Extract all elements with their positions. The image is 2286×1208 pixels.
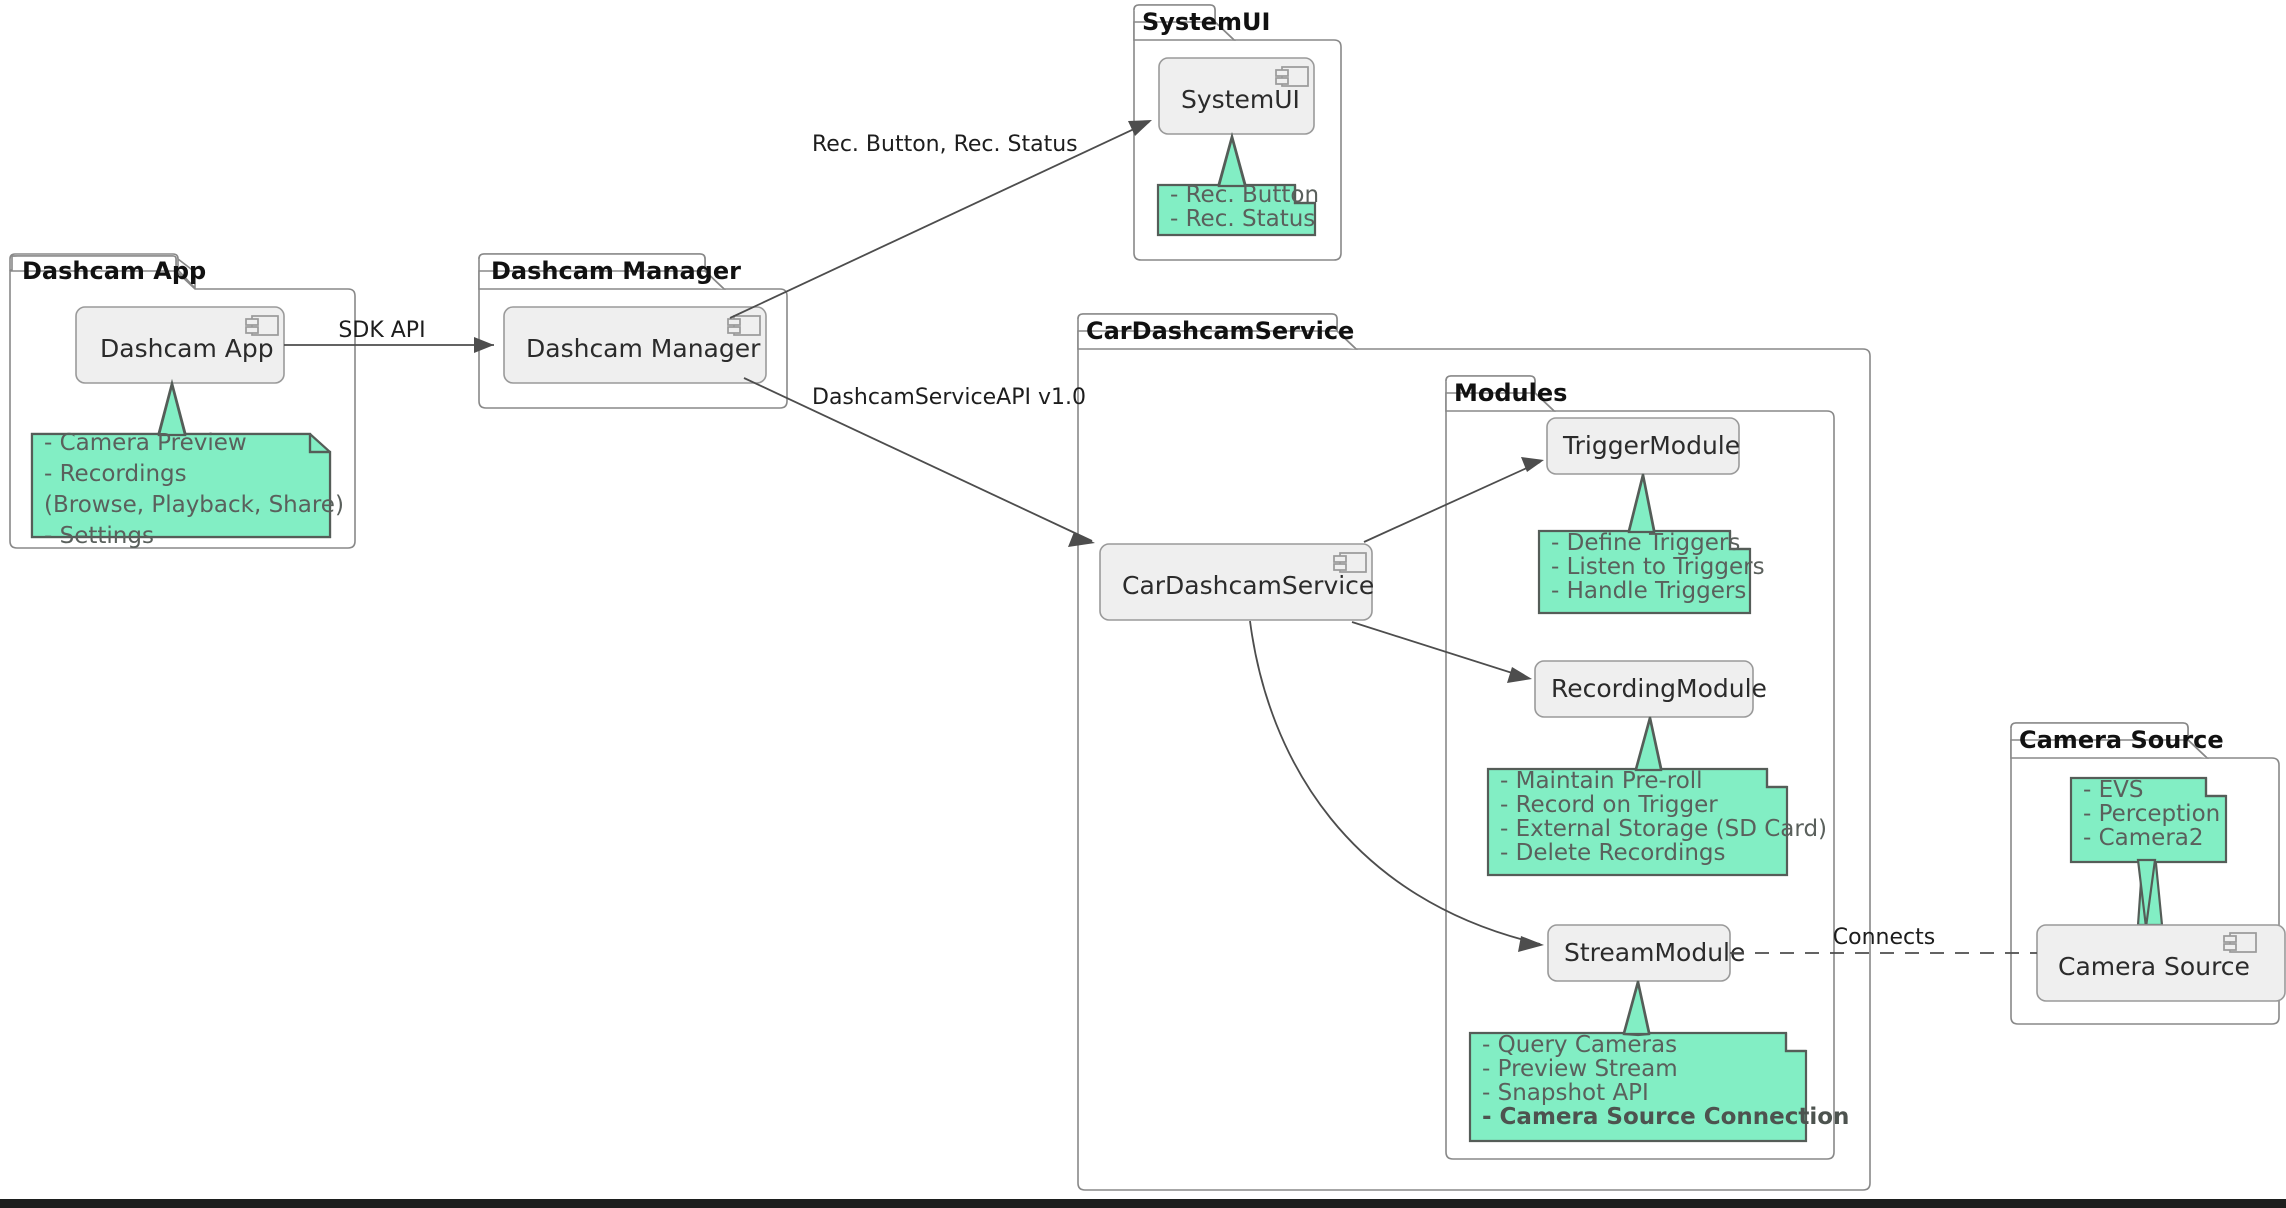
edge-label-dashcam-service-api: DashcamServiceAPI v1.0: [812, 385, 1086, 410]
component-label-system-ui: SystemUI: [1181, 85, 1300, 114]
component-stream-module[interactable]: StreamModule: [1547, 924, 1745, 982]
edge-service-to-stream: [1249, 620, 1544, 952]
note-line: - Perception: [2083, 801, 2220, 827]
note-line: - Record on Trigger: [1500, 792, 1718, 818]
component-label-camera-source: Camera Source: [2058, 952, 2250, 981]
component-icon: [2223, 932, 2257, 953]
note-line: - Listen to Triggers: [1551, 554, 1765, 580]
component-system-ui[interactable]: SystemUI: [1158, 57, 1315, 135]
edge-label-connects: Connects: [1833, 925, 1935, 950]
component-car-dashcam-service[interactable]: CarDashcamService: [1099, 543, 1374, 621]
component-label-car-dashcam-service: CarDashcamService: [1122, 571, 1374, 600]
note-line: - Recordings: [44, 461, 187, 487]
package-label-dashcam-app: Dashcam App: [22, 257, 206, 285]
edge-manager-to-systemui: Rec. Button, Rec. Status: [729, 120, 1152, 319]
edge-app-to-manager: SDK API: [284, 318, 494, 353]
edge-service-to-trigger: [1363, 457, 1544, 543]
edge-manager-to-service: DashcamServiceAPI v1.0: [743, 377, 1095, 547]
note-stream-module: - Query Cameras - Preview Stream - Snaps…: [1468, 980, 1849, 1143]
component-icon: [1333, 552, 1367, 573]
note-system-ui: - Rec. Button - Rec. Status: [1156, 131, 1319, 237]
note-trigger-module: - Define Triggers - Listen to Triggers -…: [1537, 473, 1765, 615]
note-line: - Rec. Button: [1170, 182, 1319, 208]
package-label-dashcam-manager: Dashcam Manager: [491, 257, 741, 285]
edge-label-sdk-api: SDK API: [338, 318, 425, 343]
note-camera-source: - EVS - Perception - Camera2: [2069, 776, 2228, 928]
component-icon: [727, 315, 761, 336]
component-recording-module[interactable]: RecordingModule: [1534, 660, 1767, 718]
package-label-camera-source: Camera Source: [2019, 726, 2224, 754]
note-line: - External Storage (SD Card): [1500, 816, 1827, 842]
edge-stream-to-camera: Connects: [1730, 925, 2037, 954]
frame-bottom-border: [0, 1199, 2286, 1208]
package-label-system-ui: SystemUI: [1142, 8, 1270, 36]
component-label-trigger-module: TriggerModule: [1562, 431, 1740, 460]
component-icon: [1275, 66, 1309, 87]
note-dashcam-app: - Camera Preview - Recordings (Browse, P…: [30, 378, 344, 549]
note-line: - Query Cameras: [1482, 1032, 1677, 1058]
note-line: - Preview Stream: [1482, 1056, 1678, 1082]
note-line: - Rec. Status: [1170, 206, 1315, 232]
component-dashcam-manager[interactable]: Dashcam Manager: [503, 306, 767, 384]
note-line: - Camera Preview: [44, 430, 247, 456]
note-line: - Camera Source Connection: [1482, 1104, 1849, 1130]
note-line: - Define Triggers: [1551, 530, 1740, 556]
package-label-modules: Modules: [1454, 379, 1567, 407]
note-line: - Snapshot API: [1482, 1080, 1649, 1106]
note-line: - Delete Recordings: [1500, 840, 1726, 866]
package-label-car-dashcam-service: CarDashcamService: [1086, 317, 1354, 345]
note-recording-module: - Maintain Pre-roll - Record on Trigger …: [1486, 716, 1827, 877]
component-label-recording-module: RecordingModule: [1551, 674, 1767, 703]
component-label-dashcam-manager: Dashcam Manager: [526, 334, 761, 363]
component-trigger-module[interactable]: TriggerModule: [1546, 417, 1740, 475]
component-camera-source[interactable]: Camera Source: [2036, 924, 2286, 1002]
note-line: - Settings: [44, 523, 154, 549]
component-label-stream-module: StreamModule: [1564, 938, 1745, 967]
note-line: (Browse, Playback, Share): [44, 492, 344, 518]
component-icon: [245, 315, 279, 336]
note-line: - Handle Triggers: [1551, 578, 1746, 604]
note-line: - EVS: [2083, 777, 2143, 803]
note-line: - Camera2: [2083, 825, 2204, 851]
component-dashcam-app[interactable]: Dashcam App: [75, 306, 285, 384]
edge-service-to-recording: [1351, 621, 1532, 683]
note-line: - Maintain Pre-roll: [1500, 768, 1703, 794]
component-label-dashcam-app: Dashcam App: [100, 334, 274, 363]
edge-label-rec-button-status: Rec. Button, Rec. Status: [812, 132, 1078, 157]
